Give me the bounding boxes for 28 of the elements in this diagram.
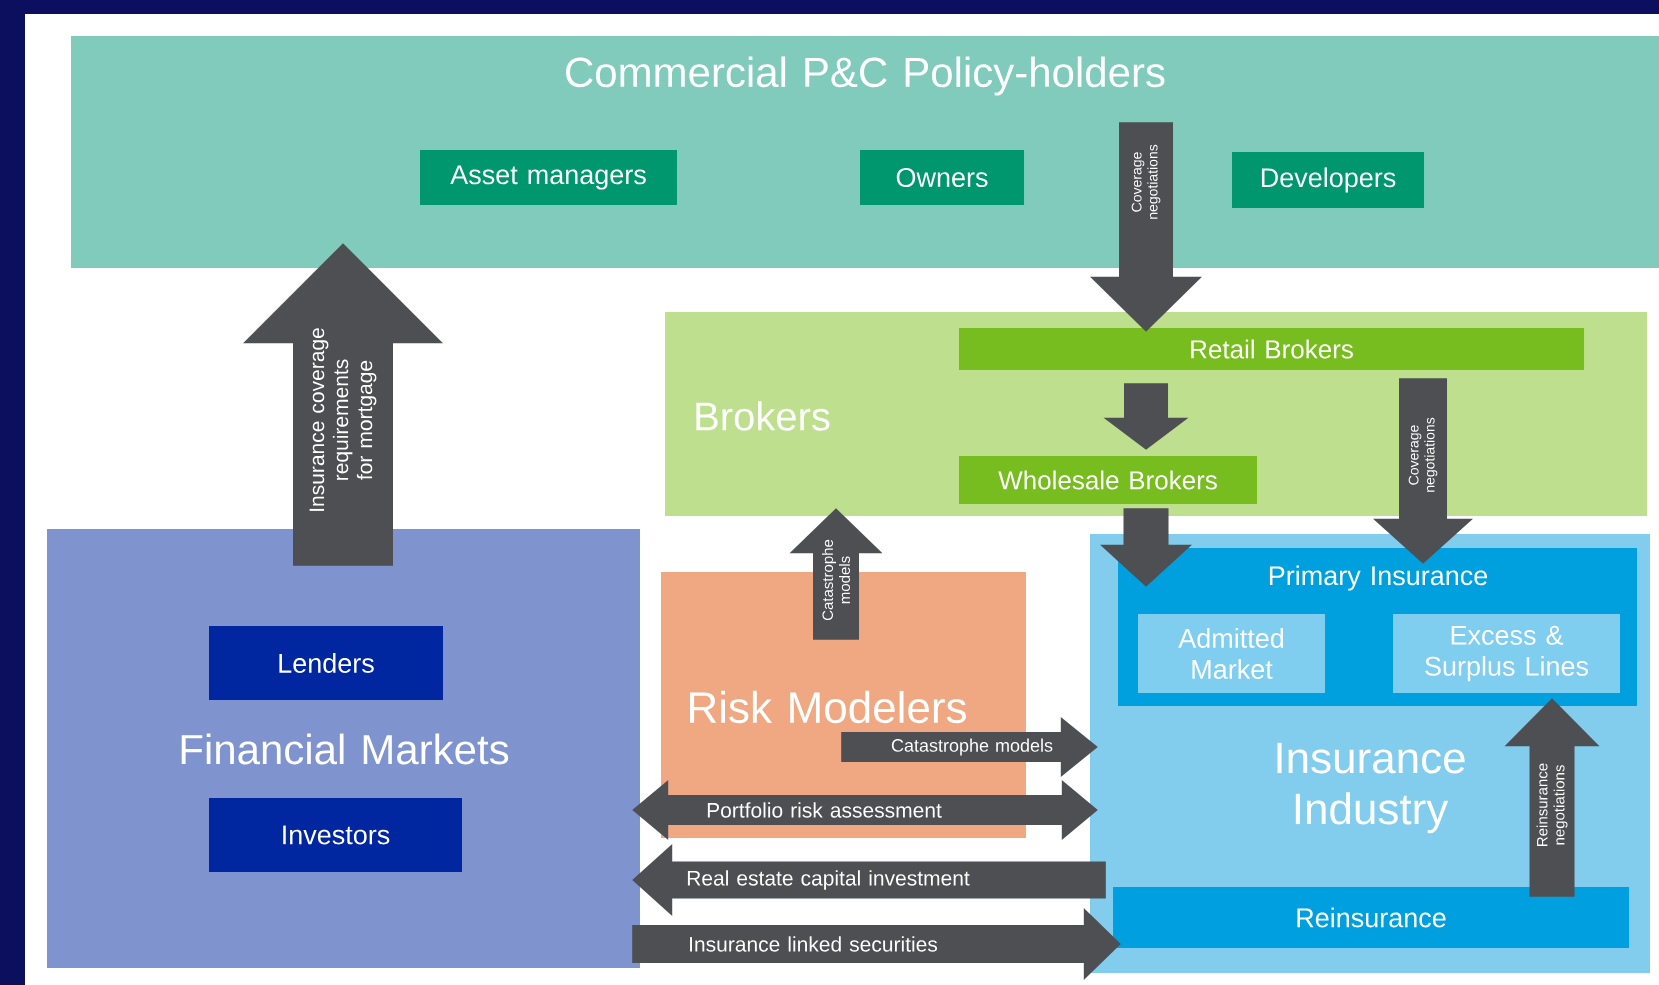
block-arrow	[789, 508, 883, 640]
block-arrow	[1090, 122, 1202, 332]
box: Excess & Surplus Lines	[1393, 614, 1620, 693]
box: Asset managers	[420, 150, 677, 205]
block-arrow	[1373, 378, 1473, 564]
box: Investors	[209, 798, 462, 872]
block-arrow	[841, 717, 1098, 777]
box: Owners	[860, 150, 1024, 205]
block-arrow	[632, 908, 1121, 980]
box: Reinsurance	[1113, 887, 1629, 948]
box: Retail Brokers	[959, 328, 1584, 370]
block-arrow	[1103, 383, 1189, 450]
edge-label: Insurance coverage requirements for mortgage	[309, 328, 377, 511]
box: Admitted Market	[1138, 614, 1325, 693]
edge-label: Coverage negotiations	[1408, 417, 1438, 492]
edge-label: Reinsurance negotiations	[1536, 763, 1568, 846]
box: Wholesale Brokers	[959, 456, 1257, 504]
block-arrow	[1504, 698, 1600, 897]
block-arrow	[243, 243, 443, 566]
box: Lenders	[209, 626, 443, 700]
edge-label: Insurance linked securities	[690, 936, 938, 952]
block-arrow	[632, 780, 1098, 840]
edge-label: Real estate capital investment	[687, 870, 970, 890]
edge-label: Coverage negotiations	[1131, 144, 1161, 219]
box: Developers	[1232, 152, 1424, 208]
edge-label: Portfolio risk assessment	[707, 802, 942, 818]
block-arrow	[1100, 508, 1192, 587]
block-arrow	[632, 844, 1106, 916]
